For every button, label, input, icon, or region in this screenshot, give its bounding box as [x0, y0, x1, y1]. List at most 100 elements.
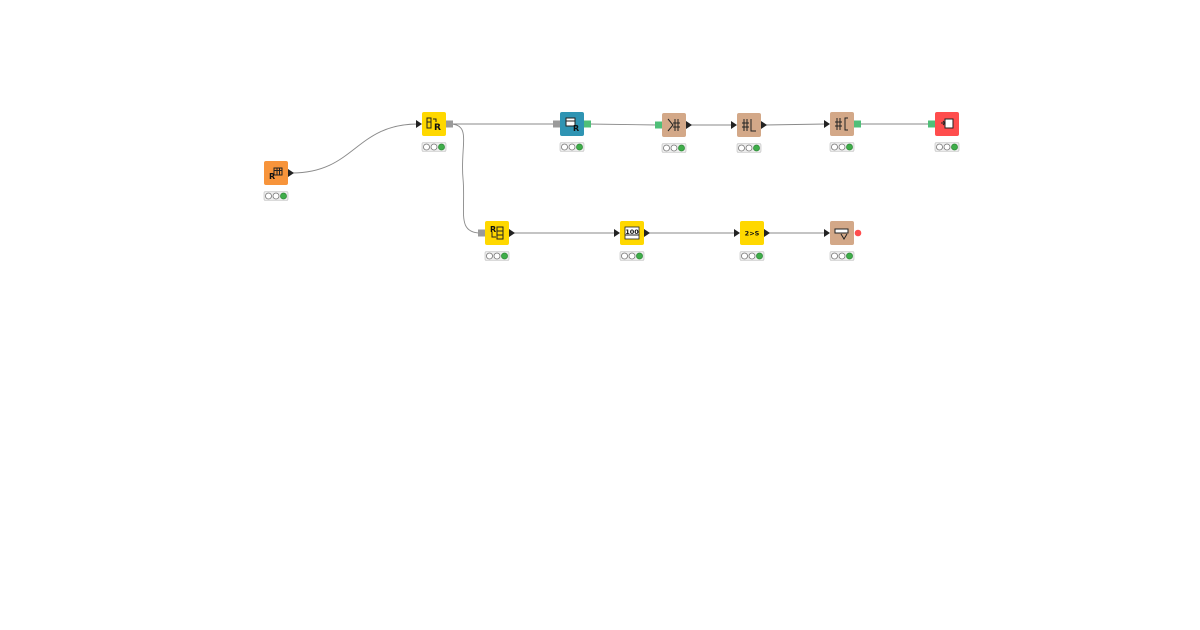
status-indicator	[619, 251, 645, 261]
node-glyph-label: R	[269, 172, 275, 181]
flow-variable-loop-icon	[742, 119, 756, 132]
port-input-n6[interactable]	[824, 120, 830, 128]
port-input-n3[interactable]	[553, 120, 560, 128]
status-indicator	[739, 251, 765, 261]
status-light-off	[486, 252, 493, 260]
status-light-green	[951, 143, 958, 151]
column-splitter-icon: R	[426, 117, 441, 133]
port-output-n6[interactable]	[854, 120, 861, 128]
node-layer: R R R R 100 2>S	[263, 112, 960, 261]
status-light-green	[846, 143, 853, 151]
port-input-n4[interactable]	[655, 121, 662, 129]
status-light-off	[748, 252, 756, 260]
port-output-n3[interactable]	[584, 120, 591, 128]
port-output-n9[interactable]	[644, 229, 650, 237]
flow-variable-join-icon	[667, 118, 680, 132]
connection-n1-n2[interactable]	[291, 123, 419, 174]
status-light-off	[838, 252, 846, 260]
status-indicator	[484, 251, 510, 261]
node-glyph-label: R	[434, 123, 441, 133]
node-n1[interactable]: R	[263, 161, 294, 201]
port-output-n2[interactable]	[446, 120, 453, 128]
status-light-off	[738, 144, 745, 152]
status-light-off	[670, 144, 678, 152]
port-input-n5[interactable]	[731, 121, 737, 129]
node-n9[interactable]: 100	[614, 221, 650, 261]
port-input-n2[interactable]	[416, 120, 422, 128]
node-n7[interactable]	[928, 112, 960, 152]
variable-output-icon	[941, 118, 954, 129]
status-light-green	[280, 192, 287, 200]
port-output-n1[interactable]	[288, 169, 294, 177]
status-light-off	[831, 252, 838, 260]
port-output-n5[interactable]	[761, 121, 767, 129]
node-n6[interactable]	[824, 112, 861, 152]
node-glyph-label: 100	[625, 228, 639, 236]
status-indicator	[559, 142, 585, 152]
status-light-green	[846, 252, 853, 260]
status-light-green	[678, 144, 685, 152]
status-light-off	[943, 143, 951, 151]
status-indicator	[736, 143, 762, 153]
port-input-n8[interactable]	[478, 229, 485, 237]
node-n5[interactable]	[731, 113, 767, 153]
status-indicator	[661, 143, 687, 153]
status-light-off	[745, 144, 753, 152]
data-writer-icon	[834, 228, 849, 240]
port-input-n10[interactable]	[734, 229, 740, 237]
port-output-n4[interactable]	[686, 121, 692, 129]
status-light-green	[753, 144, 760, 152]
status-light-off	[838, 143, 846, 151]
port-input-n11[interactable]	[824, 229, 830, 237]
status-light-off	[568, 143, 576, 151]
status-light-green	[501, 252, 508, 260]
status-indicator	[263, 191, 289, 201]
status-light-off	[621, 252, 628, 260]
status-light-off	[663, 144, 670, 152]
status-light-off	[831, 143, 838, 151]
node-body[interactable]	[740, 221, 764, 245]
node-n4[interactable]	[655, 113, 692, 153]
connection-layer	[291, 123, 931, 234]
port-output-n11[interactable]	[854, 229, 862, 237]
status-light-off	[741, 252, 748, 260]
model-learner-icon: R	[565, 117, 579, 133]
node-n10[interactable]: 2>S	[734, 221, 770, 261]
node-n3[interactable]: R	[553, 112, 591, 152]
status-light-off	[423, 143, 430, 151]
node-n11[interactable]	[824, 221, 862, 261]
status-light-off	[936, 143, 943, 151]
node-body[interactable]	[662, 113, 686, 137]
connection-n5-n6[interactable]	[764, 123, 827, 126]
node-body[interactable]	[264, 161, 288, 185]
status-light-green	[636, 252, 643, 260]
node-body[interactable]	[737, 113, 761, 137]
table-reader-icon: R	[269, 167, 283, 181]
status-indicator	[829, 251, 855, 261]
string-manipulation-icon: 2>S	[745, 230, 760, 238]
status-light-off	[628, 252, 636, 260]
status-light-green	[438, 143, 445, 151]
status-indicator	[934, 142, 960, 152]
status-indicator	[829, 142, 855, 152]
node-glyph-label: R	[573, 124, 579, 133]
node-glyph-label: R	[490, 225, 496, 234]
status-light-off	[493, 252, 501, 260]
status-light-green	[576, 143, 583, 151]
connection-n3-n4[interactable]	[587, 123, 659, 126]
status-light-green	[756, 252, 763, 260]
status-light-off	[265, 192, 272, 200]
node-body[interactable]	[830, 112, 854, 136]
connection-n2-n8[interactable]	[449, 123, 482, 234]
node-n8[interactable]: R	[478, 221, 515, 261]
node-glyph-label: 2>S	[745, 230, 760, 238]
port-output-n10[interactable]	[764, 229, 770, 237]
port-output-n8[interactable]	[509, 229, 515, 237]
status-light-off	[272, 192, 280, 200]
port-input-n9[interactable]	[614, 229, 620, 237]
column-appender-icon: R	[490, 225, 504, 240]
port-input-n7[interactable]	[928, 120, 935, 128]
number-to-string-icon: 100	[624, 226, 640, 240]
node-n2[interactable]: R	[416, 112, 453, 152]
